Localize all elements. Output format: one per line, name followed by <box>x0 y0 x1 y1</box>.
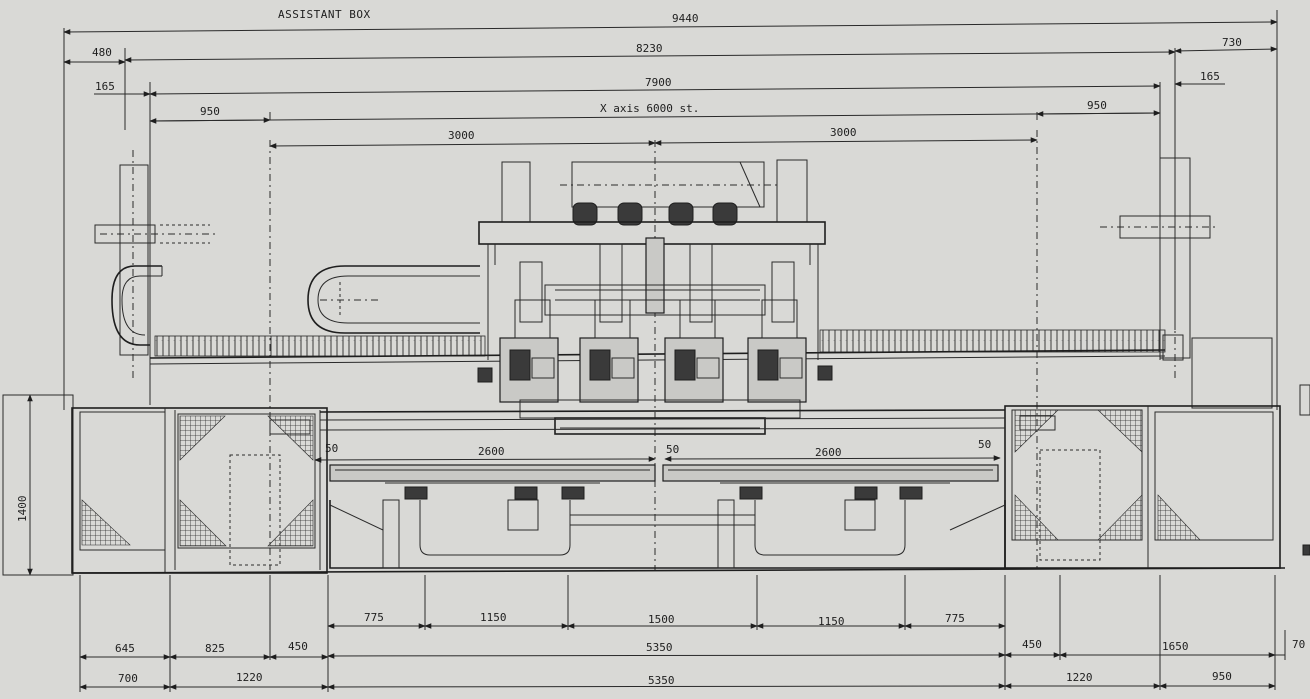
dim-row1-775-left: 775 <box>364 611 384 624</box>
spindle-units <box>477 299 833 403</box>
dim-row1-775-right: 775 <box>945 612 965 625</box>
dim-row3-5350: 5350 <box>648 674 675 687</box>
dim-gap-mid: 50 <box>666 443 679 456</box>
dim-165-left: 165 <box>95 80 115 93</box>
dim-950-left: 950 <box>200 105 220 118</box>
dim-row3-1220-left: 1220 <box>236 671 263 684</box>
dim-row1-1150-right: 1150 <box>818 615 845 628</box>
dim-row2-1650: 1650 <box>1162 640 1189 653</box>
edge-panel <box>1299 384 1310 416</box>
cable-chain <box>307 265 480 334</box>
floor-line <box>71 567 1286 574</box>
dim-row3-1220-right: 1220 <box>1066 671 1093 684</box>
dim-row1-1500: 1500 <box>648 613 675 626</box>
dim-3000-right: 3000 <box>830 126 857 139</box>
dim-row3-700: 700 <box>118 672 138 685</box>
dim-row2-645: 645 <box>115 642 135 655</box>
x-axis-note: X axis 6000 st. <box>600 102 699 115</box>
edge-marker <box>1302 544 1310 556</box>
dim-row2-825: 825 <box>205 642 225 655</box>
right-end-frame <box>1100 150 1273 409</box>
dim-3000-left: 3000 <box>448 129 475 142</box>
bottom-dimensions: 775 1150 1500 1150 775 645 825 450 5350 … <box>79 575 1305 692</box>
assistant-box-title: ASSISTANT BOX <box>278 8 371 21</box>
dim-row1-1150-left: 1150 <box>480 611 507 624</box>
dim-row2-5350: 5350 <box>646 641 673 654</box>
dim-gap-right: 50 <box>978 438 991 451</box>
dim-7900: 7900 <box>645 76 672 89</box>
work-tables: 2600 2600 50 50 50 <box>314 409 1006 569</box>
dim-950-right: 950 <box>1087 99 1107 112</box>
dim-480: 480 <box>92 46 112 59</box>
dim-table-left: 2600 <box>478 445 505 458</box>
top-dimensions: 9440 480 8230 730 165 7900 165 950 X axi… <box>63 10 1278 410</box>
right-enclosures <box>1004 405 1281 569</box>
dim-row2-450-left: 450 <box>288 640 308 653</box>
dim-table-right: 2600 <box>815 446 842 459</box>
dim-row3-950: 950 <box>1212 670 1232 683</box>
dim-row2-450-right: 450 <box>1022 638 1042 651</box>
motor-caps <box>572 202 738 226</box>
dim-gap-left: 50 <box>325 442 338 455</box>
spindle-columns <box>519 237 795 323</box>
gantry-head <box>477 159 833 435</box>
dim-1400: 1400 <box>16 496 29 523</box>
dim-row2-70: 70 <box>1292 638 1305 651</box>
dim-730: 730 <box>1222 36 1242 49</box>
rack-beam <box>149 329 1166 405</box>
left-enclosures <box>71 407 328 574</box>
side-dimension: 1400 <box>2 394 74 576</box>
dim-8230: 8230 <box>636 42 663 55</box>
dim-overall: 9440 <box>672 12 699 25</box>
left-end-frame <box>94 150 215 380</box>
dim-165-right: 165 <box>1200 70 1220 83</box>
